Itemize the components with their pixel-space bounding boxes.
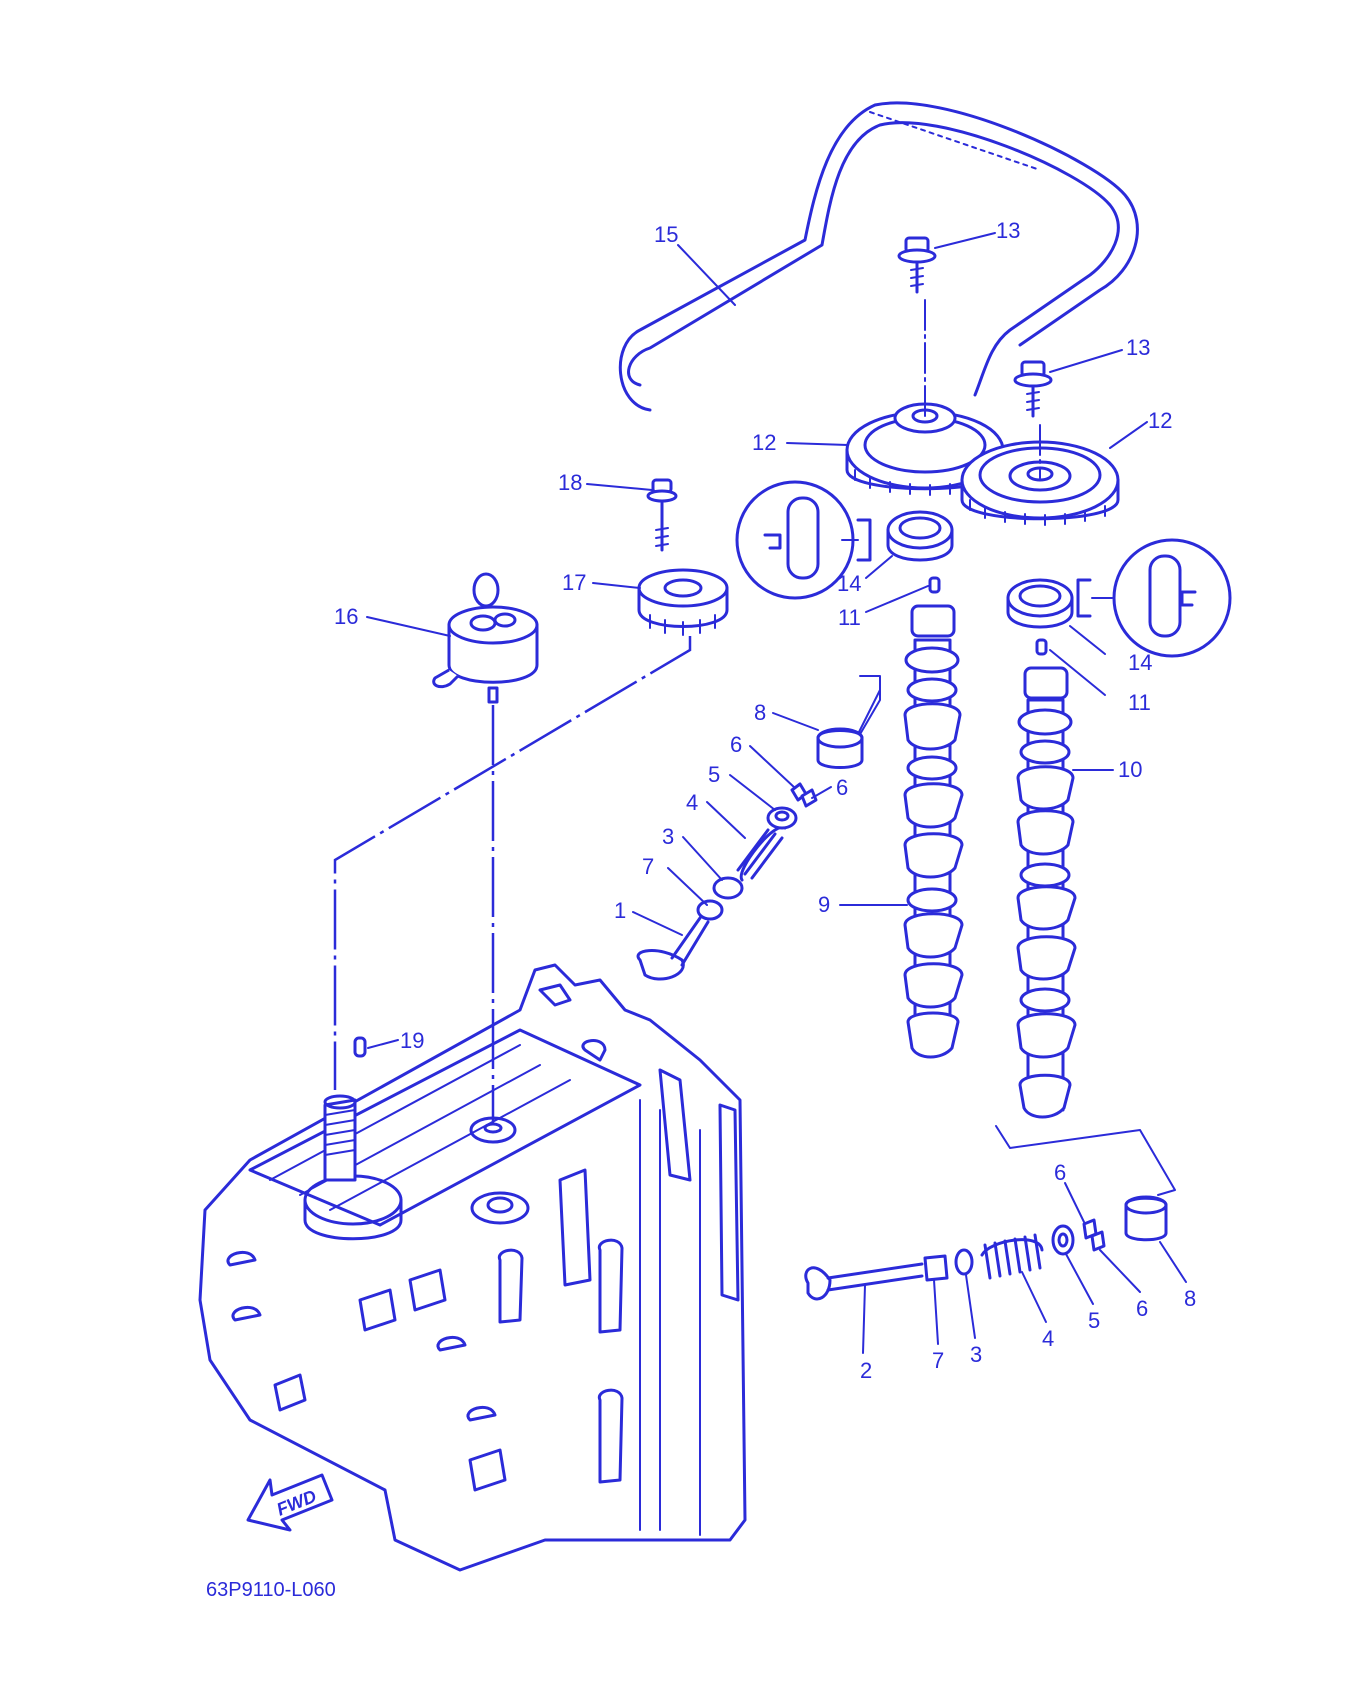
- fwd-arrow: FWD: [246, 1473, 334, 1532]
- callout-7-upper: 7: [642, 854, 654, 879]
- callout-19: 19: [400, 1028, 424, 1053]
- bolt-13-upper: [897, 236, 937, 294]
- callout-13-lower: 13: [1126, 335, 1150, 360]
- callout-15: 15: [654, 222, 678, 247]
- callout-3-lower: 3: [970, 1342, 982, 1367]
- callout-8-upper: 8: [754, 700, 766, 725]
- callout-18: 18: [558, 470, 582, 495]
- cam-sprocket-12-right: [960, 424, 1120, 526]
- callout-10: 10: [1118, 757, 1142, 782]
- camshaft-10: [1016, 666, 1077, 1119]
- callout-14-right: 14: [1128, 650, 1152, 675]
- callout-5-upper: 5: [708, 762, 720, 787]
- camshaft-9: [903, 604, 964, 1059]
- callout-6-lower-bottom: 6: [1136, 1296, 1148, 1321]
- oil-seal-14-left: [886, 510, 954, 562]
- timing-belt: [618, 101, 1139, 412]
- callout-4-lower: 4: [1042, 1326, 1054, 1351]
- callout-12-right: 12: [1148, 408, 1172, 433]
- callout-5-lower: 5: [1088, 1308, 1100, 1333]
- valve-train-upper: [636, 727, 864, 981]
- callout-11-left: 11: [838, 605, 861, 630]
- callout-17: 17: [562, 570, 586, 595]
- callout-16: 16: [334, 604, 358, 629]
- diagram-code: 63P9110-L060: [206, 1579, 336, 1601]
- tensioner-16: [432, 572, 539, 704]
- pin-11-left: [928, 576, 941, 594]
- oil-seal-14-right: [1006, 578, 1074, 629]
- callout-6-lower-top: 6: [1054, 1160, 1066, 1185]
- dowel-pin-19: [353, 1036, 367, 1058]
- callout-6-upper-right: 6: [836, 775, 848, 800]
- bolt-13-lower: [1013, 360, 1053, 418]
- callout-11-right: 11: [1128, 690, 1151, 715]
- callout-2: 2: [860, 1358, 872, 1383]
- callout-7-lower: 7: [932, 1348, 944, 1373]
- bolt-18: [646, 478, 678, 552]
- lifter-reference-line-lower: [995, 1125, 1176, 1196]
- callout-9: 9: [818, 892, 830, 917]
- cylinder-head: [198, 963, 747, 1572]
- idler-pulley-17: [637, 568, 729, 636]
- callout-3-upper: 3: [662, 824, 674, 849]
- callout-1: 1: [614, 898, 626, 923]
- callout-13-upper: 13: [996, 218, 1020, 243]
- callout-14-left: 14: [837, 571, 861, 596]
- callout-leaders: [366, 232, 1187, 1354]
- valve-train-lower: [804, 1195, 1168, 1301]
- callout-labels: 15 13 13 12 12 18 17 16 14 14 11 11 10 9…: [334, 218, 1196, 1383]
- callout-6-upper-left: 6: [730, 732, 742, 757]
- sealant-detail-right: [1076, 538, 1232, 658]
- callout-4-upper: 4: [686, 790, 698, 815]
- sealant-detail-left: [735, 480, 872, 600]
- callout-12-left: 12: [752, 430, 776, 455]
- pin-11-right: [1035, 638, 1048, 656]
- guide-line-idler: [333, 636, 692, 1090]
- callout-8-lower: 8: [1184, 1286, 1196, 1311]
